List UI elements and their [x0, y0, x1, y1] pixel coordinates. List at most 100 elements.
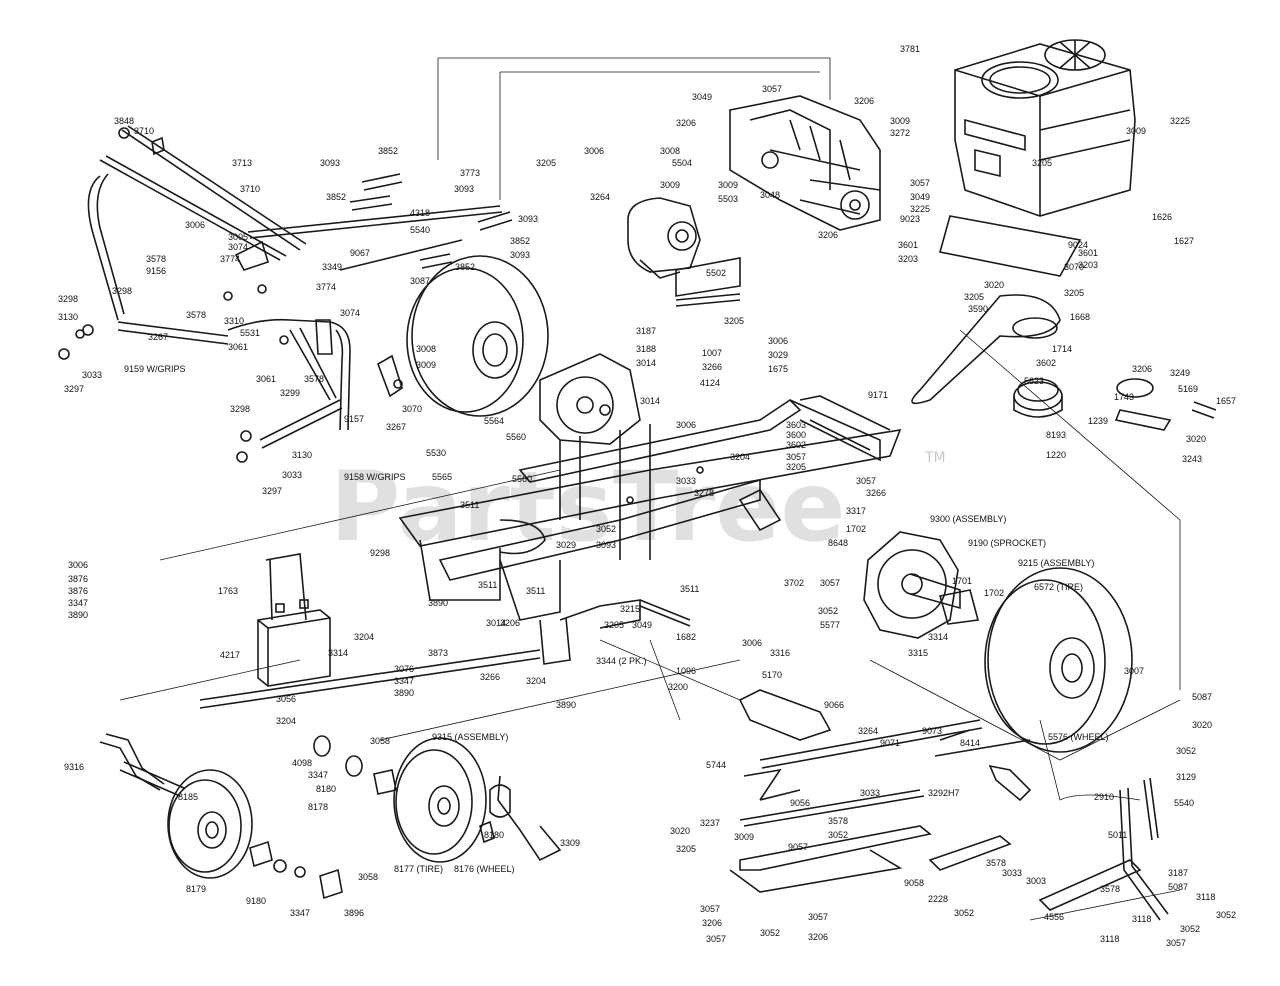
- leader-lines: [119, 329, 1181, 921]
- brake-linkage: [729, 689, 1169, 921]
- part-label: 3052: [1180, 924, 1200, 934]
- part-label: 3203: [898, 254, 918, 264]
- steering-lever-assembly: [58, 125, 403, 463]
- part-label: 3049: [632, 620, 652, 630]
- part-label: 3049: [692, 92, 712, 102]
- part-label: 3048: [760, 190, 780, 200]
- part-label: 2228: [928, 894, 948, 904]
- part-label: 3206: [854, 96, 874, 106]
- part-label: 5530: [426, 448, 446, 458]
- part-label: 3297: [262, 486, 282, 496]
- part-label: 3852: [378, 146, 398, 156]
- part-label: 9071: [880, 738, 900, 748]
- part-label: 9190 (SPROCKET): [968, 538, 1046, 548]
- part-label: 8414: [960, 738, 980, 748]
- part-label: 5502: [706, 268, 726, 278]
- part-label: 3057: [762, 84, 782, 94]
- part-label: 3009: [1126, 126, 1146, 136]
- part-label: 5169: [1178, 384, 1198, 394]
- part-label: 3009: [416, 360, 436, 370]
- part-label: 3873: [428, 648, 448, 658]
- part-label: 8185: [178, 792, 198, 802]
- part-label: 3205: [676, 844, 696, 854]
- part-label: 3009: [734, 832, 754, 842]
- part-label: 3602: [786, 440, 806, 450]
- part-label: 1626: [1152, 212, 1172, 222]
- part-label: 8193: [1046, 430, 1066, 440]
- part-label: 3057: [910, 178, 930, 188]
- rear-left-tire: [406, 255, 549, 417]
- front-left-tire: [167, 769, 253, 879]
- part-label: 4217: [220, 650, 240, 660]
- part-label: 3205: [604, 620, 624, 630]
- part-label: 3033: [860, 788, 880, 798]
- part-label: 3006: [68, 560, 88, 570]
- part-label: 3852: [326, 192, 346, 202]
- part-label: 3020: [984, 280, 1004, 290]
- part-label: 3309: [560, 838, 580, 848]
- part-label: 3057: [820, 578, 840, 588]
- part-label: 3206: [808, 932, 828, 942]
- part-label: 3890: [428, 598, 448, 608]
- part-label: 3298: [58, 294, 78, 304]
- part-labels: 3848 3710 3713 3710 3093 3852 3852 3773 …: [58, 44, 1236, 948]
- part-label: 3578: [186, 310, 206, 320]
- part-label: 3297: [64, 384, 84, 394]
- part-label: 3070: [402, 404, 422, 414]
- part-label: 8180: [484, 830, 504, 840]
- part-label: 3347: [394, 676, 414, 686]
- part-label: 4124: [700, 378, 720, 388]
- part-label: 3057: [786, 452, 806, 462]
- part-label: 3264: [590, 192, 610, 202]
- part-label: 1627: [1174, 236, 1194, 246]
- part-label: 3020: [1192, 720, 1212, 730]
- part-label: 3006: [676, 420, 696, 430]
- part-label: 1701: [952, 576, 972, 586]
- part-label: 9315 (ASSEMBLY): [432, 732, 508, 742]
- part-label: 5564: [484, 416, 504, 426]
- pump-assembly: [627, 197, 741, 307]
- part-label: 3206: [818, 230, 838, 240]
- part-label: 3200: [668, 682, 688, 692]
- part-label: 3344 (2 PK.): [596, 656, 647, 666]
- part-label: 9300 (ASSEMBLY): [930, 514, 1006, 524]
- part-label: 3076: [394, 664, 414, 674]
- part-label: 3272: [890, 128, 910, 138]
- part-label: 3130: [58, 312, 78, 322]
- part-label: 3203: [1078, 260, 1098, 270]
- part-label: 3074: [228, 242, 248, 252]
- part-label: 3118: [1132, 914, 1151, 924]
- part-label: 3205: [724, 316, 744, 326]
- part-label: 3033: [82, 370, 102, 380]
- part-label: 3852: [455, 262, 475, 272]
- part-label: 3093: [320, 158, 340, 168]
- part-label: 3890: [68, 610, 88, 620]
- part-label: 3009: [718, 180, 738, 190]
- part-label: 3118: [1100, 934, 1119, 944]
- part-label: 3578: [304, 374, 324, 384]
- part-label: 3602: [1036, 358, 1056, 368]
- part-label: 6572 (TIRE): [1034, 582, 1083, 592]
- part-label: 3601: [898, 240, 918, 250]
- part-label: 3292H7: [928, 788, 960, 798]
- part-label: 9158 W/GRIPS: [344, 472, 406, 482]
- part-label: 3876: [68, 586, 88, 596]
- part-label: 9056: [790, 798, 810, 808]
- engine-assembly: [911, 39, 1136, 405]
- part-label: 3896: [344, 908, 364, 918]
- part-label: 5744: [706, 760, 726, 770]
- part-label: 3314: [328, 648, 348, 658]
- part-label: 4098: [292, 758, 312, 768]
- part-label: 3187: [1168, 868, 1188, 878]
- part-label: 3009: [890, 116, 910, 126]
- part-label: 5565: [432, 472, 452, 482]
- part-label: 1743: [1114, 392, 1134, 402]
- part-label: 3057: [808, 912, 828, 922]
- part-label: 3093: [454, 184, 474, 194]
- part-label: 3347: [68, 598, 88, 608]
- part-label: 3204: [526, 676, 546, 686]
- part-label: 3057: [1166, 938, 1186, 948]
- part-label: 3014: [640, 396, 660, 406]
- part-label: 3020: [670, 826, 690, 836]
- front-right-tire: [393, 737, 487, 863]
